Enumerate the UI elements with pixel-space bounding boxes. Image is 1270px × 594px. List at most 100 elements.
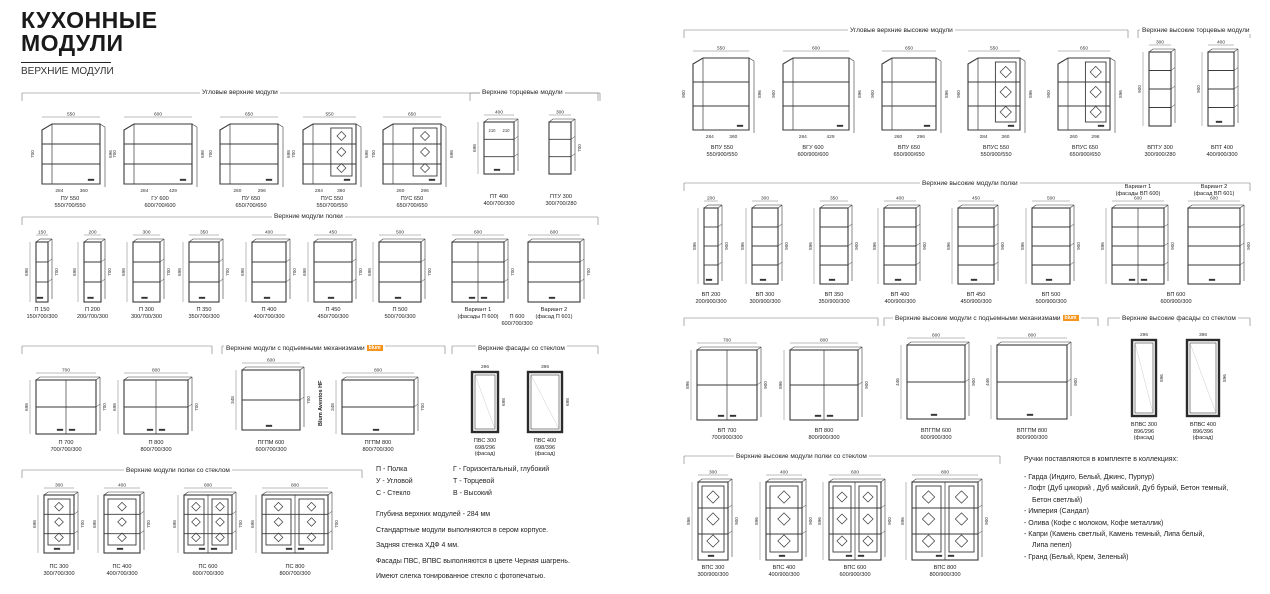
caption-line: ВПВС 400 bbox=[1189, 422, 1217, 428]
section-title: Верхние торцевые модули bbox=[480, 89, 565, 96]
dimension-label: 700 bbox=[358, 268, 363, 276]
caption-line: ВПС 800 bbox=[933, 565, 957, 571]
caption-line: ВП 700 bbox=[717, 428, 737, 434]
glass-pattern-icon bbox=[420, 163, 431, 173]
dimension-label: 200 bbox=[707, 196, 715, 202]
depth-edge bbox=[100, 238, 106, 243]
dimension-label: 300 bbox=[761, 196, 769, 202]
depth-edge bbox=[503, 238, 509, 243]
handle-icon bbox=[947, 554, 955, 557]
caption-line: 500/900/300 bbox=[1035, 298, 1067, 305]
handle-icon bbox=[1208, 278, 1216, 281]
caption-line: (фасады ВП 600) bbox=[1115, 190, 1161, 197]
dimension-label: 700 bbox=[112, 150, 117, 158]
caption-line: 698/396 bbox=[534, 444, 556, 451]
section-title: Верхние модули полки со стеклом bbox=[124, 467, 232, 474]
depth-edge bbox=[1109, 57, 1116, 62]
glass-frame bbox=[298, 498, 325, 546]
caption-line: 400/900/300 bbox=[768, 571, 800, 578]
depth-edge bbox=[847, 204, 853, 209]
handle-icon bbox=[480, 296, 488, 299]
shelf-depth bbox=[47, 258, 53, 263]
dimension-label: 900 bbox=[956, 90, 961, 98]
shelf-depth bbox=[1066, 378, 1072, 383]
dimension-label: 900 bbox=[854, 242, 859, 250]
caption-line: 800/700/300 bbox=[140, 446, 172, 453]
section-title-text: Верхние высокие фасады со стеклом bbox=[1122, 315, 1236, 322]
shelf-depth bbox=[351, 258, 357, 263]
dimension-label: 150 bbox=[38, 230, 46, 236]
caption-line: ПС 300 bbox=[49, 564, 69, 570]
shelf-depth bbox=[1233, 67, 1239, 71]
glass-frame bbox=[701, 485, 725, 553]
glass-pattern-icon bbox=[777, 490, 791, 504]
caption-line: ПУС 550 bbox=[320, 196, 344, 202]
caption-line: (фасад) bbox=[1192, 435, 1214, 442]
caption-line: 450/900/300 bbox=[960, 298, 992, 305]
shelf-depth bbox=[218, 258, 224, 263]
handle-icon bbox=[1045, 278, 1053, 281]
depth-edge bbox=[351, 238, 357, 243]
spec-note: Глубина верхних модулей - 284 мм bbox=[376, 511, 491, 518]
glass-pattern-icon bbox=[706, 490, 720, 504]
caption-line: ВПС 300 bbox=[701, 565, 725, 571]
cabinet-body bbox=[548, 121, 572, 175]
section-title-text: Верхние высокие модули полки bbox=[922, 180, 1018, 187]
caption-line: ВПТ 400 bbox=[1210, 145, 1234, 151]
dimension-label: 650 bbox=[1080, 46, 1088, 52]
caption-line: П 350 bbox=[196, 307, 212, 313]
caption-line: ВПУ 650 bbox=[897, 145, 921, 151]
depth-edge bbox=[285, 238, 291, 243]
shelf-depth bbox=[187, 403, 193, 408]
dimension-label: 348 bbox=[230, 396, 235, 404]
section-title: Угловые верхние модули bbox=[200, 89, 280, 96]
caption-line: ВП 200 bbox=[701, 292, 721, 298]
glass-pattern-icon bbox=[1089, 65, 1102, 79]
glass-frame bbox=[211, 498, 229, 546]
shelf-depth bbox=[1239, 223, 1245, 228]
caption-line: ПВС 300 bbox=[473, 438, 497, 444]
dimension-label: 650 bbox=[905, 46, 913, 52]
caption-line: 450/700/300 bbox=[317, 313, 349, 320]
dimension-label: 700 bbox=[146, 520, 151, 528]
caption-line: 600/700/300 bbox=[255, 446, 287, 453]
dimension-label: 550 bbox=[717, 46, 725, 52]
glass-frame bbox=[858, 485, 878, 553]
dimension-label: 900 bbox=[922, 242, 927, 250]
dimension-label: 600 bbox=[851, 470, 859, 476]
caption-line: (фасад) bbox=[534, 451, 556, 458]
glass-pattern-icon bbox=[706, 534, 720, 548]
shelf-depth bbox=[847, 242, 853, 247]
caption-line: ВП 450 bbox=[966, 292, 986, 298]
handle-icon bbox=[285, 547, 293, 550]
dimension-label: 700 bbox=[292, 268, 297, 276]
caption-line: 650/700/650 bbox=[235, 202, 267, 209]
caption-line: ВП 300 bbox=[755, 292, 775, 298]
caption-line: ВПС 400 bbox=[772, 565, 796, 571]
handle-icon bbox=[493, 168, 501, 171]
depth-edge bbox=[139, 491, 145, 496]
caption-line: 650/700/650 bbox=[396, 202, 428, 209]
spec-note: Имеют слегка тонированное стекло с фотоп… bbox=[376, 573, 546, 580]
caption-line: 300/900/300 bbox=[697, 571, 729, 578]
dimension-label: 800 bbox=[291, 483, 299, 489]
caption-line: 300/700/300 bbox=[130, 313, 163, 320]
shelf-depth bbox=[847, 223, 853, 228]
caption-line: 896/296 bbox=[1133, 428, 1155, 435]
dimension-label: 896 bbox=[872, 242, 877, 250]
glass-pattern-icon bbox=[54, 501, 64, 512]
glass-reflection bbox=[1134, 342, 1154, 414]
section-title-text: Верхние фасады со стеклом bbox=[478, 345, 565, 352]
caption-line: Вариант 1 bbox=[1124, 184, 1152, 190]
cabinet-body bbox=[103, 494, 141, 554]
caption-line: ВПВС 300 bbox=[1130, 422, 1158, 428]
